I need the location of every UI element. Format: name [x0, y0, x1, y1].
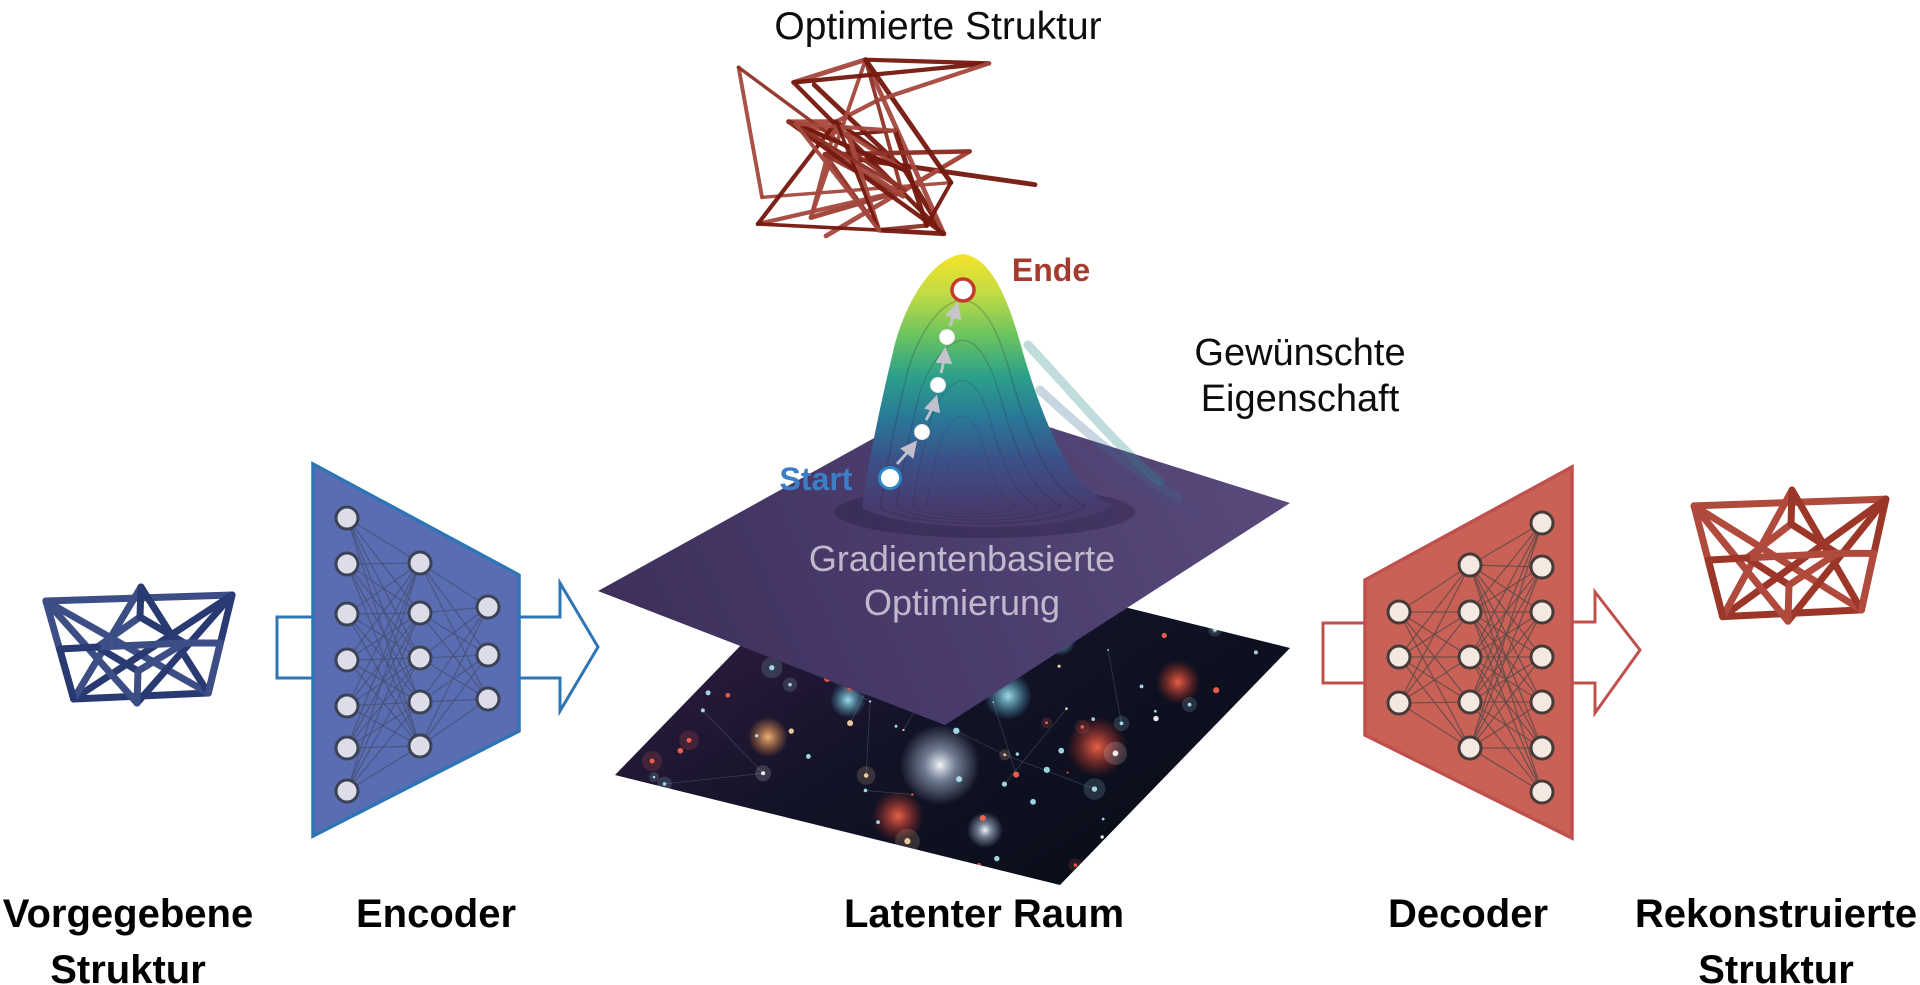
start-label: Start [779, 461, 853, 497]
path-arrow [924, 394, 941, 421]
given-structure-caption: Vorgegebene Struktur [2, 892, 254, 985]
decoder-output-arrow [1570, 587, 1642, 718]
decoder-nodes [1386, 510, 1555, 805]
encoder-network [275, 461, 600, 839]
surface-ridges [1023, 340, 1200, 517]
decoder-input-connector [1321, 621, 1367, 685]
decoder-caption: Decoder [1387, 892, 1549, 936]
objective-peak [862, 254, 1112, 527]
encoder-input-connector [275, 615, 315, 680]
end-point-ring [950, 277, 976, 303]
optimization-path [878, 277, 976, 490]
end-label: Ende [1011, 252, 1091, 288]
path-point [939, 329, 955, 345]
path-arrow [935, 346, 953, 374]
path-point [930, 377, 946, 393]
reconstructed-structure-lattice [1690, 486, 1890, 625]
optimized-structure-label: Optimierte Struktur [774, 5, 1102, 48]
peak-contour-bands [879, 298, 1087, 525]
latent-surface-plane [598, 396, 1290, 725]
optimized-structure-wireframe [736, 57, 1038, 239]
path-arrow [895, 440, 918, 465]
path-arrow [945, 301, 962, 327]
encoder-connections [346, 517, 489, 792]
start-point [878, 466, 902, 490]
encoder-nodes [334, 505, 501, 804]
given-structure-lattice [42, 583, 236, 707]
gradient-optimization-label: Gradientenbasierte Optimierung [808, 538, 1116, 623]
reconstructed-structure-caption: Rekonstruierte Struktur [1634, 892, 1918, 985]
encoder-output-arrow [517, 577, 600, 717]
latent-space-caption: Latenter Raum [843, 892, 1125, 936]
desired-property-label: Gewünschte Eigenschaft [1194, 332, 1406, 420]
path-point [914, 424, 930, 440]
decoder-network [1321, 464, 1642, 841]
encoder-caption: Encoder [355, 892, 517, 936]
